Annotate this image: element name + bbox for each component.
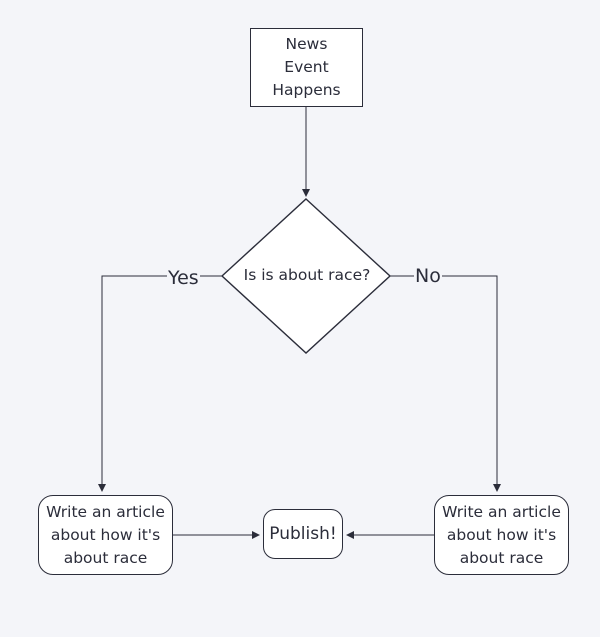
decision-label: Is is about race? [243,266,371,284]
node-write-article-no-line: Write an article [442,502,561,521]
edge-no-label: No [414,265,442,287]
node-write-article-no-line: about race [459,548,544,567]
node-write-article-yes-line: about race [63,548,148,567]
node-write-article-yes-line: about how it's [50,525,161,544]
edge-no [390,275,501,492]
node-news-event-line: News [285,35,328,53]
edge-yes [98,275,222,492]
node-write-article-yes: Write an article about how it's about ra… [38,495,173,575]
node-publish-label: Publish! [269,523,337,544]
edge-yes-label: Yes [167,267,200,289]
node-publish: Publish! [263,509,343,559]
node-write-article-no: Write an article about how it's about ra… [434,495,569,575]
node-news-event-line: Happens [272,81,341,99]
decision-diamond [220,198,392,354]
node-write-article-no-line: about how it's [446,525,557,544]
node-news-event-line: Event [284,58,329,76]
node-news-event: News Event Happens [250,28,363,107]
node-write-article-yes-line: Write an article [46,502,165,521]
